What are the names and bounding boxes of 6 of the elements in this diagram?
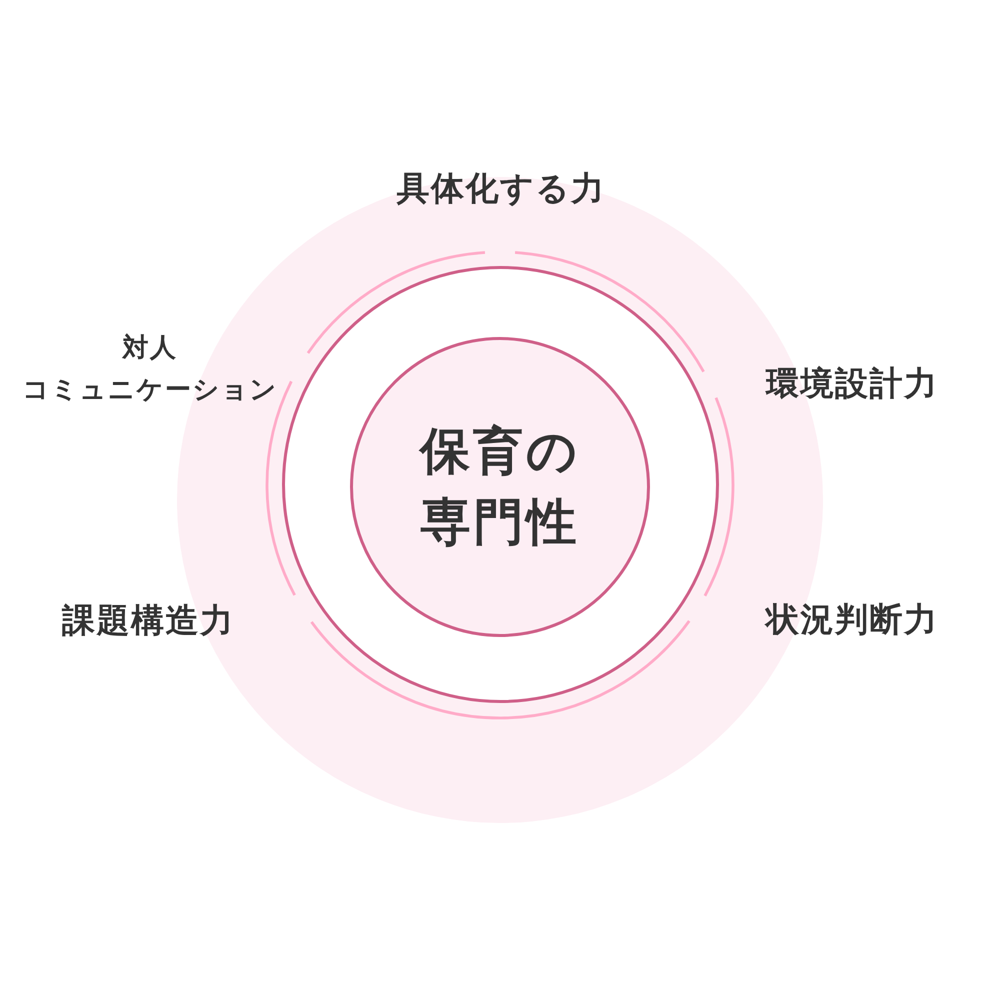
ring-label: 環境設計力 [766,362,938,404]
ring-label: 具体化する力 [396,167,606,209]
ring-label: 対人コミュニケーション [21,332,279,407]
center-title: 保育の専門性 [418,421,581,553]
ring-label: 状況判断力 [766,598,938,640]
ring-label: 課題構造力 [62,599,234,641]
